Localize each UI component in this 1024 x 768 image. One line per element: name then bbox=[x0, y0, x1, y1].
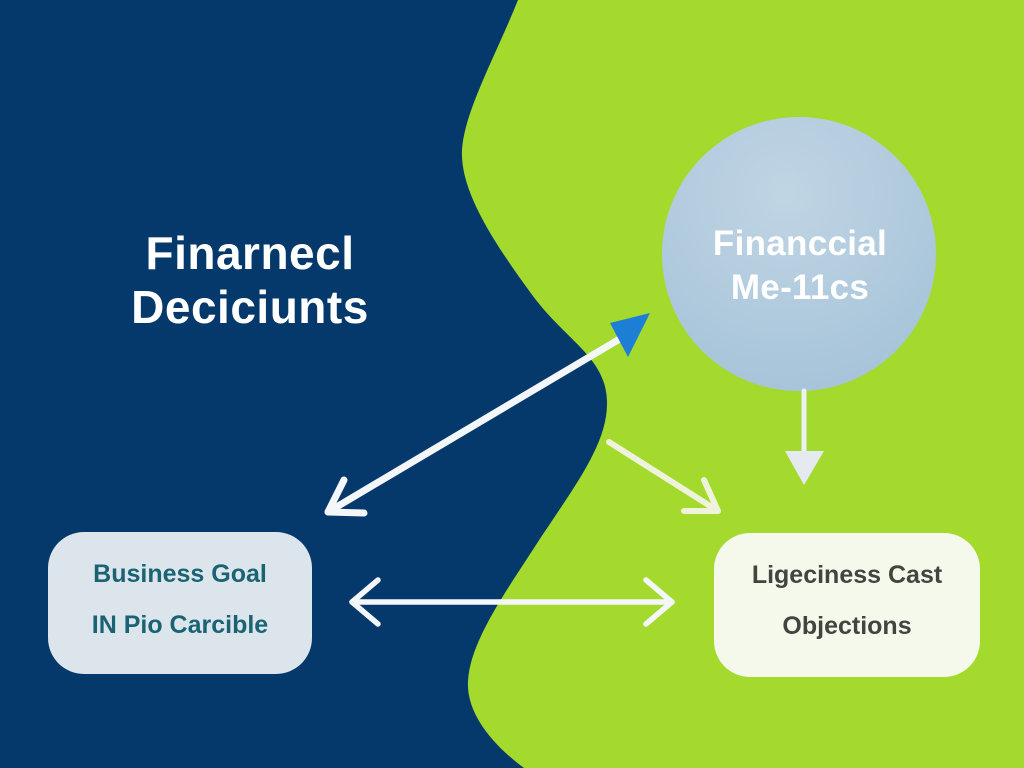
financial-metrics-circle bbox=[662, 117, 936, 391]
objections-box-line1: Ligeciness Cast bbox=[751, 561, 943, 589]
arrowhead-down-right-icon bbox=[681, 477, 721, 514]
page-title: Finarnecl Deciciunts bbox=[70, 226, 430, 334]
vertical-arrow bbox=[785, 388, 824, 485]
business-goal-box: Business Goal IN Pio Carcible bbox=[48, 532, 312, 674]
arrowhead-right-icon bbox=[643, 577, 675, 627]
blue-arrowhead-icon bbox=[610, 313, 650, 357]
objections-box: Ligeciness Cast Objections bbox=[714, 533, 980, 677]
diagonal-double-arrow bbox=[324, 313, 650, 517]
financial-metrics-label: Financcial Me-11cs bbox=[660, 222, 940, 310]
business-goal-box-line2: IN Pio Carcible bbox=[91, 611, 269, 639]
down-right-arrow bbox=[606, 439, 721, 514]
arrowhead-down-icon bbox=[785, 451, 824, 485]
arrowhead-down-left-icon bbox=[324, 476, 368, 517]
page-title-line1: Finarnecl bbox=[145, 227, 355, 279]
objections-box-line2: Objections bbox=[782, 612, 912, 640]
financial-metrics-label-line2: Me-11cs bbox=[730, 268, 870, 307]
horizontal-double-arrow bbox=[349, 577, 675, 627]
business-goal-box-line1: Business Goal bbox=[93, 560, 267, 588]
arrowhead-left-icon bbox=[349, 577, 381, 627]
page-title-line2: Deciciunts bbox=[131, 281, 369, 333]
financial-metrics-label-line1: Financcial bbox=[712, 224, 888, 263]
